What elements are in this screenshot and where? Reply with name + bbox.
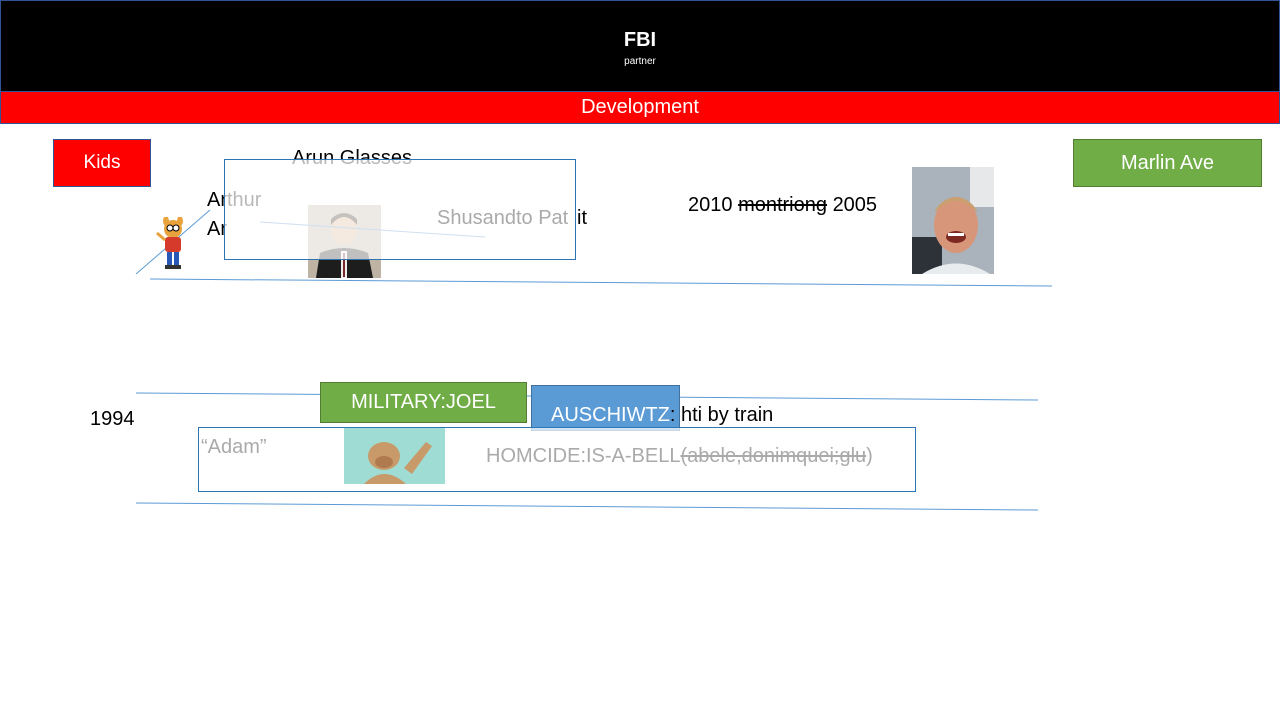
homcide-label: HOMCIDE:IS-A-BELL(abele,donimquei;glu) [486,445,873,468]
adam-label: “Adam” [201,436,267,458]
faint-connector [260,221,486,238]
military-joel-box[interactable]: MILITARY:JOEL [320,382,527,423]
laughing-man-photo [912,167,994,274]
arthur-cartoon-icon [156,217,183,269]
development-bar: Development [0,91,1280,124]
kids-box[interactable]: Kids [53,139,151,187]
marlin-ave-box[interactable]: Marlin Ave [1073,139,1262,187]
overlay-box-top [224,159,576,260]
auschwitz-box[interactable] [531,385,680,431]
year-2010: 2010 [688,194,733,216]
auschwitz-rest-text: : hti by train [669,404,774,426]
timeline-line-top [149,278,1053,287]
arthur-label-second: Ar [207,218,227,240]
overlay-box-bottom [198,427,916,492]
shusandto-tail: it [577,207,587,229]
homcide-close: ) [866,445,873,467]
shusandto-label: Shusandto Pat [437,207,569,229]
header-title: FBI [623,29,657,51]
dates-label: 2010 montriong 2005 [688,194,877,217]
header-banner: FBI partner [0,0,1280,92]
auschwitz-label: AUSCHIWTZ: hti by train [551,404,773,427]
year-2005: 2005 [832,194,878,216]
alf-photo [344,428,445,484]
timeline-line-bottom [135,502,1039,511]
montriong-strike: montriong [738,194,827,216]
homcide-strike: (abele,donimquei;glu [680,445,867,467]
homcide-text: HOMCIDE:IS-A-BELL [486,445,681,467]
header-subtitle: partner [624,56,656,67]
year-1994-label: 1994 [90,408,135,430]
auschwitz-text: AUSCHIWTZ [551,404,670,426]
